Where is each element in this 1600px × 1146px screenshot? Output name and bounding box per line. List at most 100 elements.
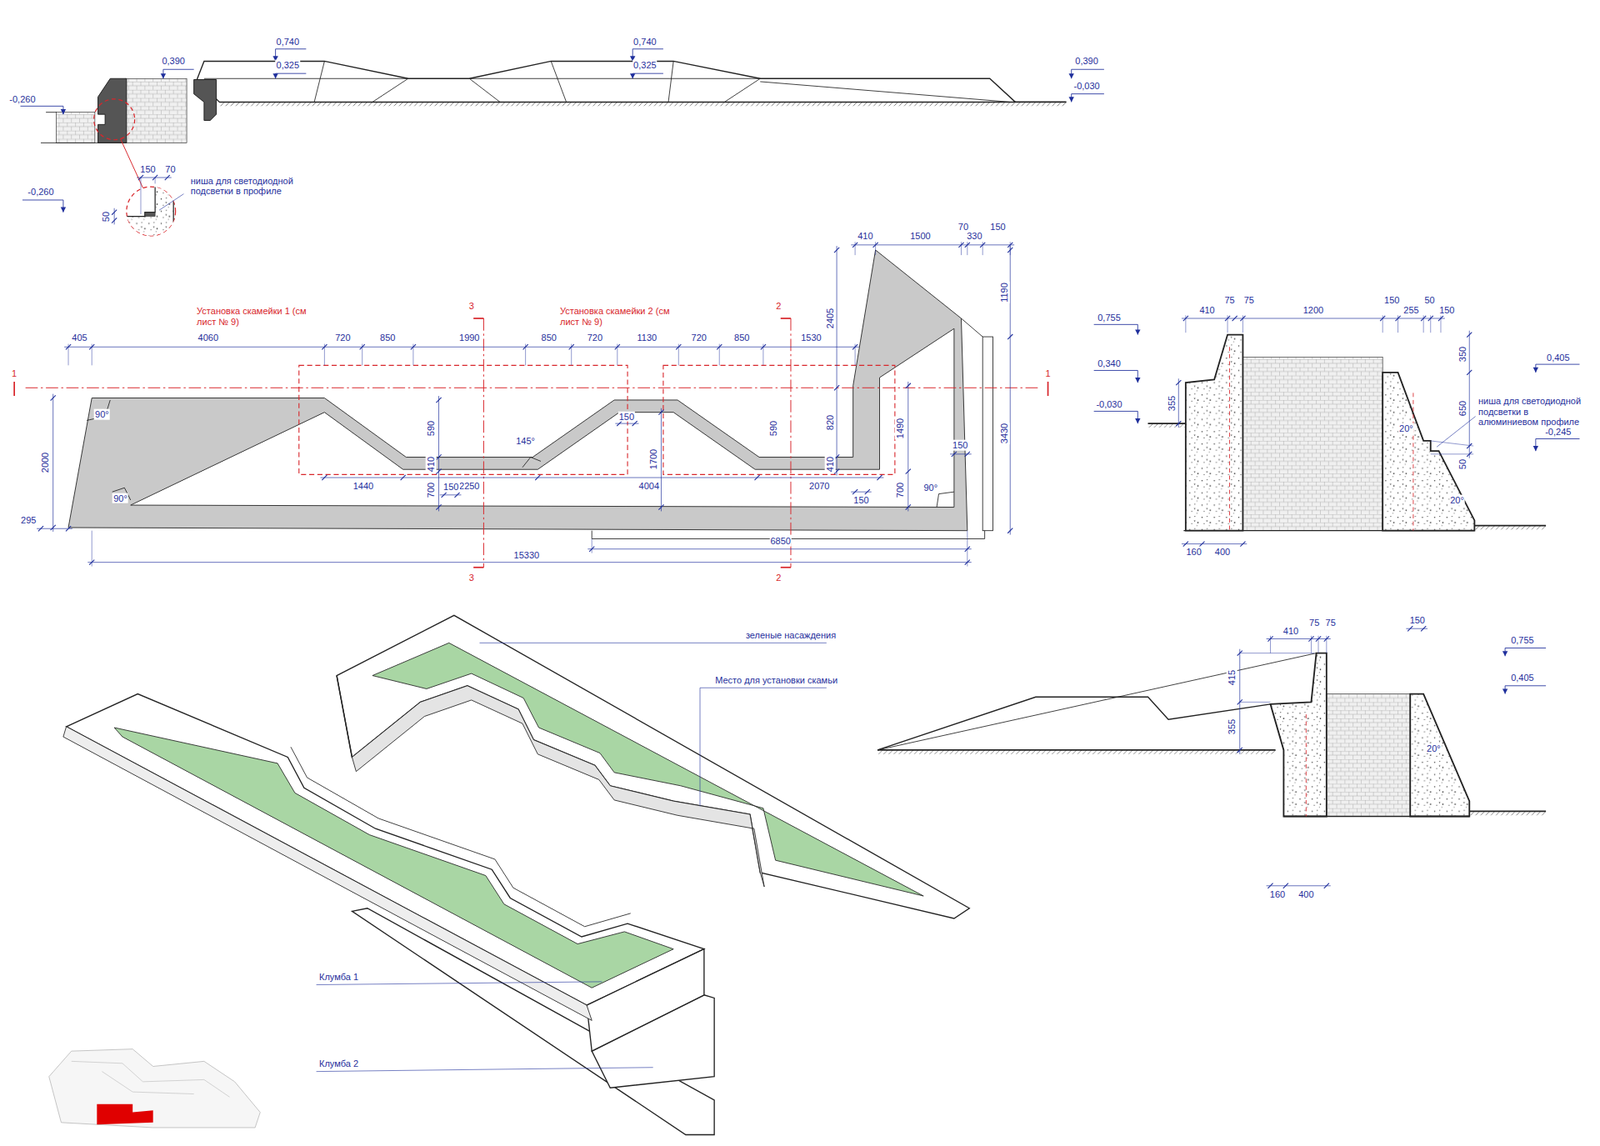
- dimension-label: 0,390: [160, 55, 186, 67]
- extension-line: [324, 344, 325, 366]
- dimension-label: 1500: [909, 230, 931, 242]
- dimension-label: 15330: [513, 550, 541, 561]
- dimension-tick: [1232, 315, 1238, 321]
- dimension-label: 75: [1325, 617, 1337, 629]
- level-line: [1535, 438, 1580, 440]
- level-mark: [1135, 377, 1140, 383]
- dimension-tick: [455, 492, 460, 498]
- dimension-label: 355: [1165, 394, 1177, 411]
- dimension-label: 160: [1269, 888, 1286, 900]
- facet-edge: [469, 78, 500, 102]
- dimension-label: 720: [334, 332, 351, 344]
- locator-map: [71, 1060, 230, 1097]
- box-face: [586, 949, 705, 1051]
- green-planting: [114, 727, 674, 988]
- dimension-label: 150: [442, 481, 460, 493]
- dimension-label: 75: [1243, 295, 1255, 306]
- dimension-tick: [905, 469, 911, 475]
- dimension-label: 590: [425, 420, 436, 437]
- ground-line: [40, 142, 127, 144]
- base-line: [1183, 530, 1475, 531]
- level-mark: [60, 109, 66, 115]
- section-mark: 1: [1044, 368, 1051, 380]
- callout-leader: [700, 687, 827, 806]
- extension-line: [1382, 315, 1384, 333]
- dimension-tick: [441, 492, 447, 498]
- extension-line: [140, 177, 141, 215]
- dimension-tick: [65, 525, 71, 531]
- level-mark: [1135, 418, 1140, 424]
- dimension-line: [36, 528, 73, 530]
- bench-note: Установка скамейки 1 (см лист № 9): [195, 305, 310, 327]
- extension-line: [982, 241, 984, 255]
- section-mark: 1: [10, 368, 18, 380]
- dimension-tick: [1324, 883, 1330, 889]
- dimension-label: 4060: [197, 332, 220, 344]
- dimension-label: 90°: [112, 492, 129, 504]
- ground-hatch: [1148, 423, 1188, 428]
- dimension-label: 850: [379, 332, 396, 344]
- wall-section: [1270, 653, 1326, 817]
- level-line: [20, 105, 63, 107]
- dimension-line: [1010, 245, 1011, 535]
- section-mark: 2: [775, 572, 782, 584]
- section-line: [790, 318, 791, 568]
- bench-zone: [299, 365, 628, 475]
- dimension-tick: [1283, 883, 1289, 889]
- dimension-label: 2070: [808, 480, 830, 492]
- curb-outline: [982, 336, 993, 531]
- dimension-label: 2405: [824, 307, 835, 330]
- dimension-label: 0,405: [1545, 351, 1571, 363]
- dimension-label: 410: [824, 455, 835, 473]
- ground-line: [1469, 810, 1546, 812]
- level-line: [1535, 364, 1580, 365]
- extension-line: [1227, 315, 1229, 333]
- bed-2-slab: [351, 908, 715, 1135]
- dimension-label: 405: [70, 332, 88, 344]
- dimension-label: 2250: [458, 480, 480, 492]
- dimension-tick: [50, 395, 56, 400]
- dimension-label: 720: [690, 332, 708, 344]
- dimension-line: [660, 408, 662, 512]
- dimension-tick: [1007, 247, 1013, 253]
- ground-line: [877, 749, 1276, 751]
- dimension-tick: [1267, 883, 1273, 889]
- facet-edge: [668, 60, 674, 102]
- rebar-line: [1229, 346, 1230, 530]
- dimension-label: 410: [856, 230, 874, 242]
- level-line: [632, 48, 664, 50]
- led-niche: [145, 212, 155, 217]
- locator-map: [101, 1071, 194, 1095]
- level-line: [22, 199, 64, 200]
- rebar-line: [1305, 714, 1307, 816]
- dimension-tick: [632, 420, 638, 426]
- extension-line: [1310, 635, 1312, 654]
- dimension-label: 0,740: [632, 36, 658, 48]
- dimension-tick: [951, 451, 957, 457]
- extension-line: [875, 241, 876, 255]
- extension-line: [678, 344, 680, 366]
- dimension-line: [320, 477, 884, 479]
- section-flag: [13, 381, 15, 396]
- bench-zone: [663, 365, 895, 475]
- level-line: [1071, 93, 1105, 95]
- dimension-label: 150: [1438, 305, 1455, 316]
- level-line: [1071, 69, 1105, 70]
- facet-edge: [724, 78, 760, 102]
- dimension-tick: [435, 397, 441, 403]
- callout-text: Место для установки скамьи: [714, 674, 839, 685]
- dimension-line: [438, 395, 440, 511]
- dimension-label: 0,755: [1096, 311, 1122, 323]
- level-mark: [1069, 96, 1075, 102]
- extension-line: [762, 344, 764, 366]
- extension-line: [91, 530, 93, 567]
- angle-arc: [522, 457, 541, 468]
- dimension-label: 415: [1226, 669, 1238, 686]
- level-line: [632, 73, 664, 75]
- dimension-label: 1530: [800, 332, 822, 344]
- extension-line: [616, 344, 618, 366]
- dimension-label: 1200: [1302, 305, 1325, 316]
- dimension-tick: [535, 475, 540, 480]
- dimension-tick: [50, 525, 56, 530]
